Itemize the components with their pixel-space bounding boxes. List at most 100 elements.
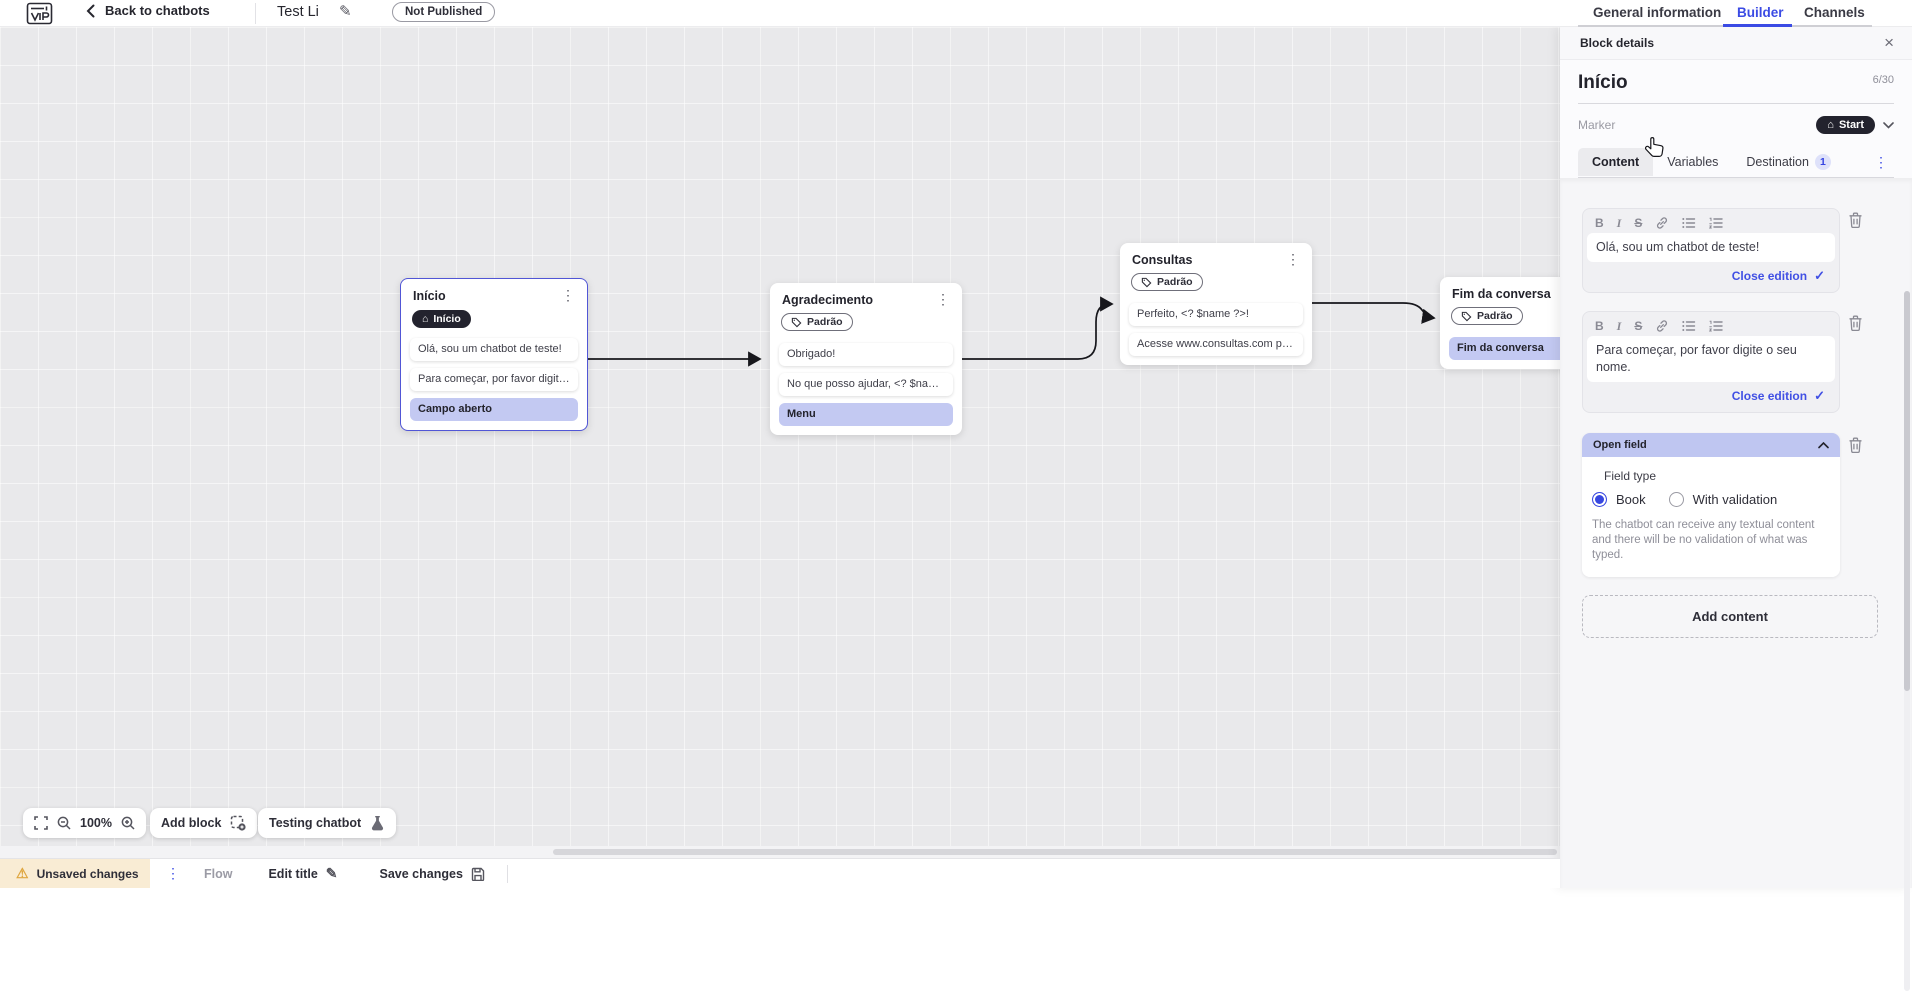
block-details-panel: Block details × Início 6/30 Marker ⌂ Sta… <box>1560 27 1912 991</box>
radio-with-validation-label[interactable]: With validation <box>1692 492 1778 507</box>
flow-label[interactable]: Flow <box>204 866 233 881</box>
close-edition-button[interactable]: Close edition ✓ <box>1731 268 1825 283</box>
field-type-description: The chatbot can receive any textual cont… <box>1592 519 1815 561</box>
tag-icon <box>1141 277 1152 287</box>
block-name-input[interactable]: Início <box>1578 72 1628 93</box>
block-badge-default: Padrão <box>1451 307 1523 325</box>
block-message-row[interactable]: Acesse www.consultas.com par... <box>1129 332 1303 356</box>
canvas-hscrollbar-track <box>0 846 1560 858</box>
canvas-hscrollbar-thumb[interactable] <box>553 849 1557 855</box>
add-block-label: Add block <box>161 816 222 830</box>
panel-scrollbar-thumb[interactable] <box>1904 291 1910 691</box>
radio-with-validation[interactable] <box>1668 492 1684 507</box>
panel-header: Block details × <box>1560 27 1912 60</box>
tab-builder[interactable]: Builder <box>1737 5 1784 20</box>
numbered-list-icon[interactable] <box>1709 320 1724 332</box>
chevron-down-icon[interactable] <box>1883 121 1894 129</box>
testing-chatbot-button[interactable]: Testing chatbot <box>258 808 397 838</box>
tab-channels[interactable]: Channels <box>1804 5 1865 20</box>
block-message-row[interactable]: Para começar, por favor digite o ... <box>410 368 578 391</box>
chatbot-title[interactable]: Test Li <box>277 4 319 20</box>
zoom-out-icon[interactable] <box>57 816 71 830</box>
editor-toolbar: B I S <box>1587 213 1835 233</box>
flow-block-inicio[interactable]: Início ⋮ ⌂Início Olá, sou um chatbot de … <box>400 278 588 431</box>
editor-text-area[interactable]: Olá, sou um chatbot de teste! <box>1587 233 1835 262</box>
strikethrough-icon[interactable]: S <box>1634 319 1643 333</box>
edge-agradecimento-consultas <box>962 296 1114 360</box>
block-menu-icon[interactable]: ⋮ <box>561 287 575 303</box>
field-type-label: Field type <box>1604 469 1657 483</box>
add-content-button[interactable]: Add content <box>1582 595 1878 638</box>
save-changes-button[interactable]: Save changes <box>380 867 485 881</box>
bullet-list-icon[interactable] <box>1682 217 1696 229</box>
block-field-row[interactable]: Campo aberto <box>410 398 578 421</box>
open-field-section: Open field Field type Book With validati… <box>1582 433 1840 577</box>
radio-book[interactable] <box>1592 492 1607 507</box>
marker-start-pill[interactable]: ⌂ Start <box>1816 116 1875 134</box>
block-message-row[interactable]: Olá, sou um chatbot de teste! <box>410 338 578 361</box>
app-logo-icon <box>26 2 53 25</box>
block-message-row[interactable]: Obrigado! <box>779 342 953 366</box>
numbered-list-icon[interactable] <box>1709 217 1724 229</box>
panel-tabs-menu-icon[interactable]: ⋮ <box>1874 153 1888 170</box>
edit-title-button[interactable]: Edit title ✎ <box>268 865 338 881</box>
save-icon <box>471 867 485 881</box>
bullet-list-icon[interactable] <box>1682 320 1696 332</box>
status-bar: ⚠ Unsaved changes ⋮ Flow Edit title ✎ Sa… <box>0 858 1560 888</box>
check-icon: ✓ <box>1814 268 1825 283</box>
block-menu-icon[interactable]: ⋮ <box>1286 251 1300 267</box>
block-title: Fim da conversa <box>1452 287 1551 301</box>
tag-icon <box>791 317 802 327</box>
chevron-up-icon <box>1818 441 1829 448</box>
editor-text-area[interactable]: Para começar, por favor digite o seu nom… <box>1587 336 1835 382</box>
testing-chatbot-label: Testing chatbot <box>269 816 362 830</box>
zoom-in-icon[interactable] <box>121 816 135 830</box>
close-edition-button[interactable]: Close edition ✓ <box>1731 388 1825 403</box>
statusbar-menu-icon[interactable]: ⋮ <box>166 865 180 881</box>
edge-consultas-fim <box>1312 302 1436 324</box>
delete-content-icon[interactable] <box>1848 315 1863 332</box>
tab-destination[interactable]: Destination 1 <box>1732 147 1845 177</box>
destination-count-badge: 1 <box>1814 154 1831 170</box>
close-icon[interactable]: × <box>1884 33 1894 52</box>
block-title: Início <box>413 289 446 303</box>
flow-canvas[interactable]: Início ⋮ ⌂ Início Olá, sou um chatbot de … <box>0 27 1625 888</box>
flow-block-agradecimento[interactable]: Agradecimento ⋮ Padrão Obrigado! No que … <box>770 283 962 435</box>
link-icon[interactable] <box>1655 216 1669 230</box>
tab-content[interactable]: Content <box>1578 148 1654 176</box>
block-message-row[interactable]: Perfeito, <? $name ?>! <box>1129 302 1303 326</box>
block-menu-row[interactable]: Menu <box>779 402 953 426</box>
unsaved-changes-indicator: ⚠ Unsaved changes <box>0 859 150 888</box>
fullscreen-icon[interactable] <box>34 816 48 830</box>
bold-icon[interactable]: B <box>1595 216 1604 230</box>
tag-icon <box>1461 311 1472 321</box>
statusbar-divider <box>506 864 508 883</box>
flow-block-consultas[interactable]: Consultas ⋮ Padrão Perfeito, <? $name ?>… <box>1120 243 1312 365</box>
text-editor: B I S Olá, sou um chatbot de teste! Clos… <box>1582 208 1840 293</box>
open-field-header[interactable]: Open field <box>1582 433 1840 457</box>
tab-variables[interactable]: Variables <box>1667 155 1719 169</box>
italic-icon[interactable]: I <box>1616 216 1622 230</box>
link-icon[interactable] <box>1655 319 1669 333</box>
strikethrough-icon[interactable]: S <box>1634 216 1643 230</box>
marker-label: Marker <box>1578 118 1616 132</box>
back-to-chatbots-button[interactable]: Back to chatbots <box>86 3 210 18</box>
delete-content-icon[interactable] <box>1848 437 1863 454</box>
check-icon: ✓ <box>1814 388 1825 403</box>
block-title: Consultas <box>1132 253 1193 267</box>
add-block-button[interactable]: Add block <box>150 808 258 838</box>
zoom-level: 100% <box>80 816 112 830</box>
bold-icon[interactable]: B <box>1595 319 1604 333</box>
char-counter: 6/30 <box>1872 74 1894 86</box>
delete-content-icon[interactable] <box>1848 212 1863 229</box>
zoom-controls: 100% <box>23 808 146 838</box>
home-icon: ⌂ <box>422 313 429 325</box>
tab-general-information[interactable]: General information <box>1593 5 1722 20</box>
top-bar: Back to chatbots Test Li ✎ Not Published… <box>0 0 1912 27</box>
radio-book-label[interactable]: Book <box>1616 492 1646 507</box>
block-message-row[interactable]: No que posso ajudar, <? $name ... <box>779 372 953 396</box>
block-menu-icon[interactable]: ⋮ <box>936 291 950 307</box>
edit-title-pencil-icon[interactable]: ✎ <box>339 3 352 20</box>
block-badge-default: Padrão <box>781 313 853 331</box>
italic-icon[interactable]: I <box>1616 319 1622 333</box>
